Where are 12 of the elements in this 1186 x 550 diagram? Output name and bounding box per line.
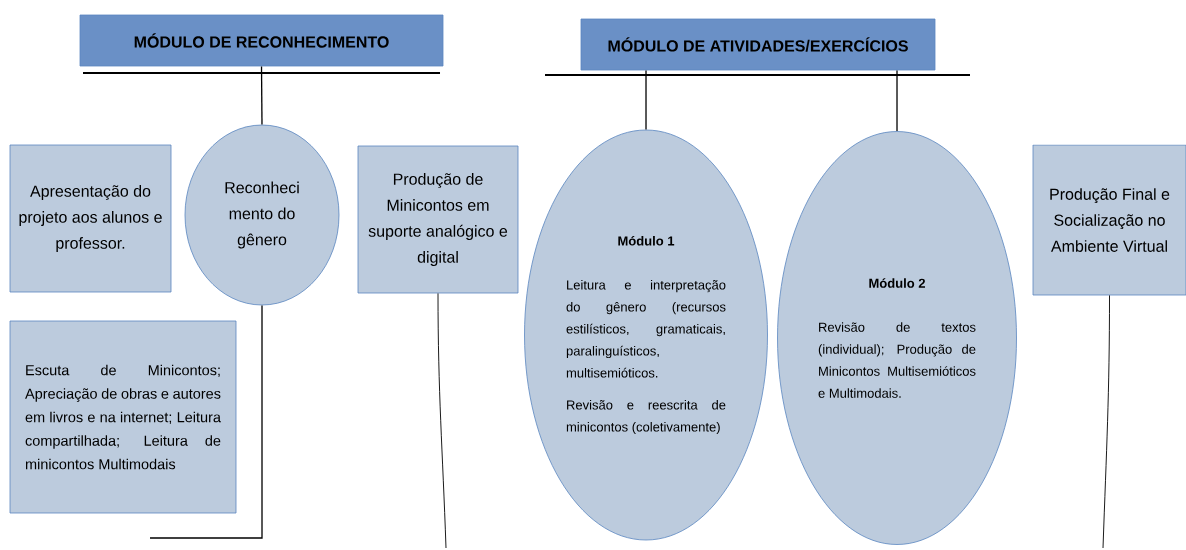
connector-line (645, 69, 647, 131)
connector-line (437, 292, 447, 549)
connector-line (149, 304, 263, 539)
text-box: Produção Final e Socialização no Ambiente Virtual (1032, 144, 1186, 296)
connector-line (896, 69, 898, 132)
module-heading-box: MÓDULO DE ATIVIDADES/EXERCÍCIOS (580, 18, 936, 71)
text-box: Produção de Minicontos em suporte analógico e digital (357, 145, 519, 294)
text-box: Escuta de Minicontos; Apreciação de obras e autores em livros e na internet; Leitura compartilhada; Leitura de minicontos Multimodais (9, 320, 237, 514)
connector-line (1102, 294, 1110, 549)
module-heading-box: MÓDULO DE RECONHECIMENTO (79, 14, 444, 67)
connector-line (260, 65, 263, 126)
text-box: Apresentação do projeto aos alunos e professor. (9, 144, 172, 293)
